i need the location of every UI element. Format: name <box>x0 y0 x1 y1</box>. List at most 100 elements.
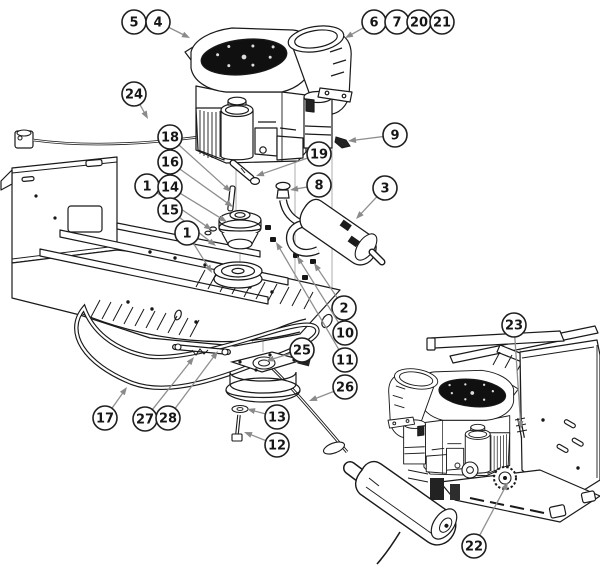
callout-number: 26 <box>336 381 354 396</box>
muffler-bottom <box>343 460 458 565</box>
callout-13[interactable]: 13 <box>247 404 290 430</box>
callout-balloon[interactable] <box>501 312 527 338</box>
callout-balloon[interactable] <box>306 172 332 198</box>
callout-balloon[interactable] <box>264 404 290 430</box>
callout-balloon[interactable] <box>157 197 183 223</box>
callout-number: 1 <box>182 227 191 242</box>
leader-arrowhead <box>205 264 212 273</box>
leader-line <box>354 135 384 141</box>
callout-23[interactable]: 23 <box>501 312 527 429</box>
callout-5[interactable]: 5 <box>121 9 147 35</box>
callout-1[interactable]: 1 <box>174 220 212 273</box>
mounting-nuts <box>265 225 316 280</box>
engine-assembly-bottom-right <box>387 365 519 477</box>
callout-3[interactable]: 3 <box>356 175 398 219</box>
leader-line <box>179 192 222 219</box>
callout-balloon[interactable] <box>289 337 315 363</box>
callout-6[interactable]: 6 <box>345 9 387 38</box>
callout-number: 8 <box>314 179 323 194</box>
shaft-bolt <box>249 177 261 186</box>
callout-12[interactable]: 12 <box>244 432 290 458</box>
callout-number: 2 <box>339 302 348 317</box>
leader-line <box>317 268 338 299</box>
leader-line <box>174 356 215 409</box>
leader-arrowhead <box>207 238 216 246</box>
callout-balloon[interactable] <box>264 432 290 458</box>
callout-number: 14 <box>161 181 179 196</box>
leader-line <box>253 410 266 415</box>
callout-26[interactable]: 26 <box>309 374 358 401</box>
callout-8[interactable]: 8 <box>290 172 332 198</box>
callout-balloon[interactable] <box>332 374 358 400</box>
callout-balloon[interactable] <box>121 81 147 107</box>
callout-4[interactable]: 4 <box>145 9 190 38</box>
callout-number: 9 <box>390 129 399 144</box>
callout-balloon[interactable] <box>382 122 408 148</box>
leader-arrowhead <box>290 185 299 192</box>
leader-line <box>178 144 227 188</box>
callout-22[interactable]: 22 <box>461 482 508 559</box>
leader-arrowhead <box>297 256 304 265</box>
muffler-top <box>279 198 386 266</box>
engine2-detail <box>322 441 517 500</box>
leader-arrowhead <box>224 199 233 207</box>
callout-balloon[interactable] <box>157 124 183 150</box>
leader-arrowhead <box>276 242 283 251</box>
leader-line <box>262 157 308 175</box>
leader-arrowhead <box>119 387 127 396</box>
callout-balloon[interactable] <box>331 295 357 321</box>
callout-24[interactable]: 24 <box>121 81 148 119</box>
leader-line <box>139 104 146 114</box>
callout-18[interactable]: 18 <box>157 124 231 192</box>
fuel-clip <box>334 136 351 149</box>
leader-arrowhead <box>218 215 227 222</box>
leader-line <box>296 186 308 190</box>
callout-11[interactable]: 11 <box>276 242 358 373</box>
starter-gear <box>493 466 517 490</box>
callout-17[interactable]: 17 <box>92 387 127 431</box>
callout-2[interactable]: 2 <box>314 263 357 321</box>
callout-number: 18 <box>161 131 179 146</box>
callout-balloon[interactable] <box>332 347 358 373</box>
leader-arrowhead <box>181 31 190 38</box>
callout-balloon[interactable] <box>461 533 487 559</box>
callout-balloon[interactable] <box>306 141 332 167</box>
leader-arrowhead <box>256 170 265 177</box>
callout-21[interactable]: 21 <box>429 9 455 35</box>
callout-16[interactable]: 16 <box>157 149 233 207</box>
callout-balloon[interactable] <box>92 405 118 431</box>
callout-number: 3 <box>380 182 389 197</box>
callout-number: 11 <box>336 354 354 369</box>
leader-arrowhead <box>501 482 508 491</box>
callout-25[interactable]: 25 <box>266 337 315 363</box>
callout-19[interactable]: 19 <box>256 141 332 177</box>
chassis-frame-right <box>426 325 600 523</box>
callout-7[interactable]: 7 <box>384 9 410 35</box>
callout-balloon[interactable] <box>372 175 398 201</box>
callout-number: 25 <box>293 344 311 359</box>
leader-line <box>250 433 267 442</box>
leader-line <box>192 242 209 268</box>
leader-line <box>350 27 364 36</box>
callout-20[interactable]: 20 <box>406 9 432 35</box>
leader-line <box>151 362 191 410</box>
callout-balloon[interactable] <box>429 9 455 35</box>
callout-balloon[interactable] <box>157 149 183 175</box>
leader-arrowhead <box>247 408 256 414</box>
callout-10[interactable]: 10 <box>297 256 358 346</box>
callout-28[interactable]: 28 <box>155 351 218 431</box>
leader-arrowhead <box>309 395 318 401</box>
callout-balloon[interactable] <box>145 9 171 35</box>
callout-number: 24 <box>125 88 143 103</box>
callout-balloon[interactable] <box>332 320 358 346</box>
callout-9[interactable]: 9 <box>348 122 408 148</box>
idler-arm <box>172 343 231 356</box>
callout-balloon[interactable] <box>174 220 200 246</box>
callout-14[interactable]: 14 <box>157 174 227 222</box>
leader-arrowhead <box>356 211 364 219</box>
leader-line <box>278 247 340 350</box>
callout-balloon[interactable] <box>155 405 181 431</box>
clutch-washer <box>231 404 249 414</box>
